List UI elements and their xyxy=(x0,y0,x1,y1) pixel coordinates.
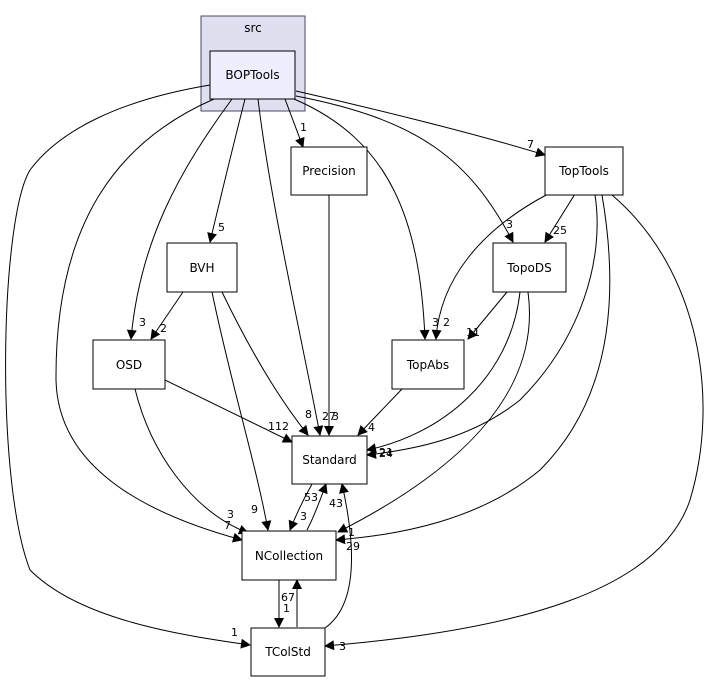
edge-boptools-topabs xyxy=(293,98,430,340)
node-standard[interactable]: Standard xyxy=(291,435,368,485)
edge-labels: 1 7 5 3 3 3 27 7 1 25 2 24 1 3 2 8 9 3 1… xyxy=(139,121,567,653)
node-label: TopTools xyxy=(558,164,609,178)
edge-label-boptools-osd: 3 xyxy=(139,316,146,329)
node-tcolstd[interactable]: TColStd xyxy=(250,627,326,677)
edge-label-boptools-bvh: 5 xyxy=(218,221,225,234)
edge-label-bvh-ncollection: 9 xyxy=(251,503,258,516)
edge-label-toptools-topabs: 2 xyxy=(443,316,450,329)
node-label: BOPTools xyxy=(225,68,279,82)
edge-standard-ncollection xyxy=(288,483,313,531)
node-bvh[interactable]: BVH xyxy=(166,242,238,293)
edge-label-tcolstd-standard: 43 xyxy=(329,497,343,510)
node-ncollection[interactable]: NCollection xyxy=(241,530,337,581)
edge-tcolstd-standard xyxy=(324,483,352,629)
edge-label-boptools-ncollection: 7 xyxy=(224,519,231,532)
edge-toptools-topabs xyxy=(431,193,549,340)
edge-osd-ncollection xyxy=(134,388,249,535)
edge-toptools-standard xyxy=(366,194,598,459)
node-label: BVH xyxy=(189,261,214,275)
edge-label-osd-ncollection: 3 xyxy=(227,508,234,521)
edge-label-toptools-ncollection: 1 xyxy=(348,526,355,539)
edge-boptools-topods xyxy=(295,95,514,243)
edge-bvh-standard xyxy=(221,291,309,436)
node-topods[interactable]: TopoDS xyxy=(492,242,567,293)
edge-ncollection-standard xyxy=(306,483,328,531)
edge-boptools-standard xyxy=(257,98,324,436)
node-topabs[interactable]: TopAbs xyxy=(391,339,465,390)
node-osd[interactable]: OSD xyxy=(92,339,166,390)
edge-label-boptools-topabs: 3 xyxy=(432,316,439,329)
edge-label-toptools-tcolstd: 3 xyxy=(339,640,346,653)
edge-label-tcolstd-ncollection: 1 xyxy=(283,602,290,615)
edge-topods-standard xyxy=(366,291,521,454)
edge-label-boptools-topods: 3 xyxy=(506,218,513,231)
node-label: TColStd xyxy=(264,645,311,659)
edge-label-bvh-standard: 8 xyxy=(305,408,312,421)
edge-label-topods-topabs: 11 xyxy=(466,326,480,339)
edge-boptools-osd xyxy=(126,98,233,340)
edge-boptools-bvh xyxy=(207,98,246,243)
edge-label-topods-standard: 21 xyxy=(379,446,393,459)
edge-label-standard-ncollection: 3 xyxy=(300,510,307,523)
edge-boptools-ncollection xyxy=(55,98,243,543)
edge-label-boptools-standard: 27 xyxy=(322,410,336,423)
edge-toptools-tcolstd xyxy=(324,194,704,651)
edge-topabs-standard xyxy=(357,388,403,436)
edge-boptools-precision xyxy=(284,98,305,148)
edge-label-ncollection-tcolstd: 67 xyxy=(281,591,295,604)
edge-toptools-ncollection xyxy=(335,194,611,545)
edge-boptools-tcolstd xyxy=(5,84,251,649)
edge-topods-topabs xyxy=(467,291,508,340)
node-label: OSD xyxy=(116,358,142,372)
edge-boptools-toptools xyxy=(295,90,546,158)
node-toptools[interactable]: TopTools xyxy=(544,146,624,196)
edge-osd-standard xyxy=(164,379,293,443)
edge-label-toptools-standard: 24 xyxy=(379,447,393,460)
edge-label-boptools-tcolstd: 1 xyxy=(231,626,238,639)
edge-label-boptools-toptools: 7 xyxy=(527,138,534,151)
edge-label-topabs-standard: 4 xyxy=(368,421,375,434)
node-label: TopAbs xyxy=(406,358,449,372)
edge-label-toptools-topods: 25 xyxy=(553,224,567,237)
edge-label-osd-standard: 112 xyxy=(268,420,289,433)
edge-label-topods-ncollection: 29 xyxy=(346,540,360,553)
edge-label-precision-standard: 3 xyxy=(332,410,339,423)
node-precision[interactable]: Precision xyxy=(290,146,368,196)
edge-label-bvh-osd: 2 xyxy=(160,322,167,335)
edge-label-ncollection-standard: 53 xyxy=(304,491,318,504)
node-label: TopoDS xyxy=(506,261,551,275)
edge-bvh-osd xyxy=(150,291,184,340)
edges xyxy=(5,84,704,651)
node-label: Precision xyxy=(302,164,356,178)
edge-toptools-topods xyxy=(544,193,576,243)
edge-label-boptools-precision: 1 xyxy=(300,121,307,134)
node-label: NCollection xyxy=(255,549,323,563)
edge-topods-ncollection xyxy=(337,291,530,533)
node-boptools[interactable]: BOPTools xyxy=(209,50,296,100)
cluster-label: src xyxy=(244,21,262,35)
node-label: Standard xyxy=(302,453,357,467)
